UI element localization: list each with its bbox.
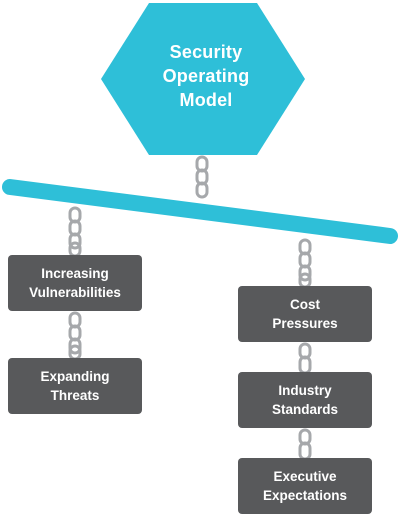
chain-bar-to-vulnerabilities — [68, 206, 82, 258]
chain-hub-to-bar — [195, 155, 209, 199]
box-expanding-threats: Expanding Threats — [8, 358, 142, 414]
box-executive-expectations: Executive Expectations — [238, 458, 372, 514]
box-label-line: Expanding — [40, 369, 110, 384]
hub-title: Security Operating Model — [110, 40, 302, 112]
box-label-line: Pressures — [272, 316, 338, 331]
hub-title-line: Operating — [162, 66, 250, 86]
chain-industry-to-executive — [298, 428, 312, 461]
chain-vulnerabilities-to-threats — [68, 311, 82, 361]
box-label-line: Vulnerabilities — [29, 285, 121, 300]
hub-title-line: Model — [179, 90, 233, 110]
box-label-line: Standards — [271, 402, 339, 417]
hub-title-line: Security — [169, 42, 243, 62]
balance-bar — [2, 179, 398, 244]
chain-cost-to-industry — [298, 342, 312, 375]
box-label-line: Expectations — [262, 488, 348, 503]
chain-bar-to-cost — [298, 238, 312, 289]
box-label-line: Executive — [273, 469, 337, 484]
box-label-line: Threats — [50, 388, 100, 403]
box-label-line: Cost — [290, 297, 320, 312]
box-industry-standards: Industry Standards — [238, 372, 372, 428]
box-cost-pressures: Cost Pressures — [238, 286, 372, 342]
box-increasing-vulnerabilities: Increasing Vulnerabilities — [8, 255, 142, 311]
hub-hexagon — [101, 3, 305, 155]
box-label-line: Increasing — [41, 266, 109, 281]
box-label-line: Industry — [278, 383, 332, 398]
